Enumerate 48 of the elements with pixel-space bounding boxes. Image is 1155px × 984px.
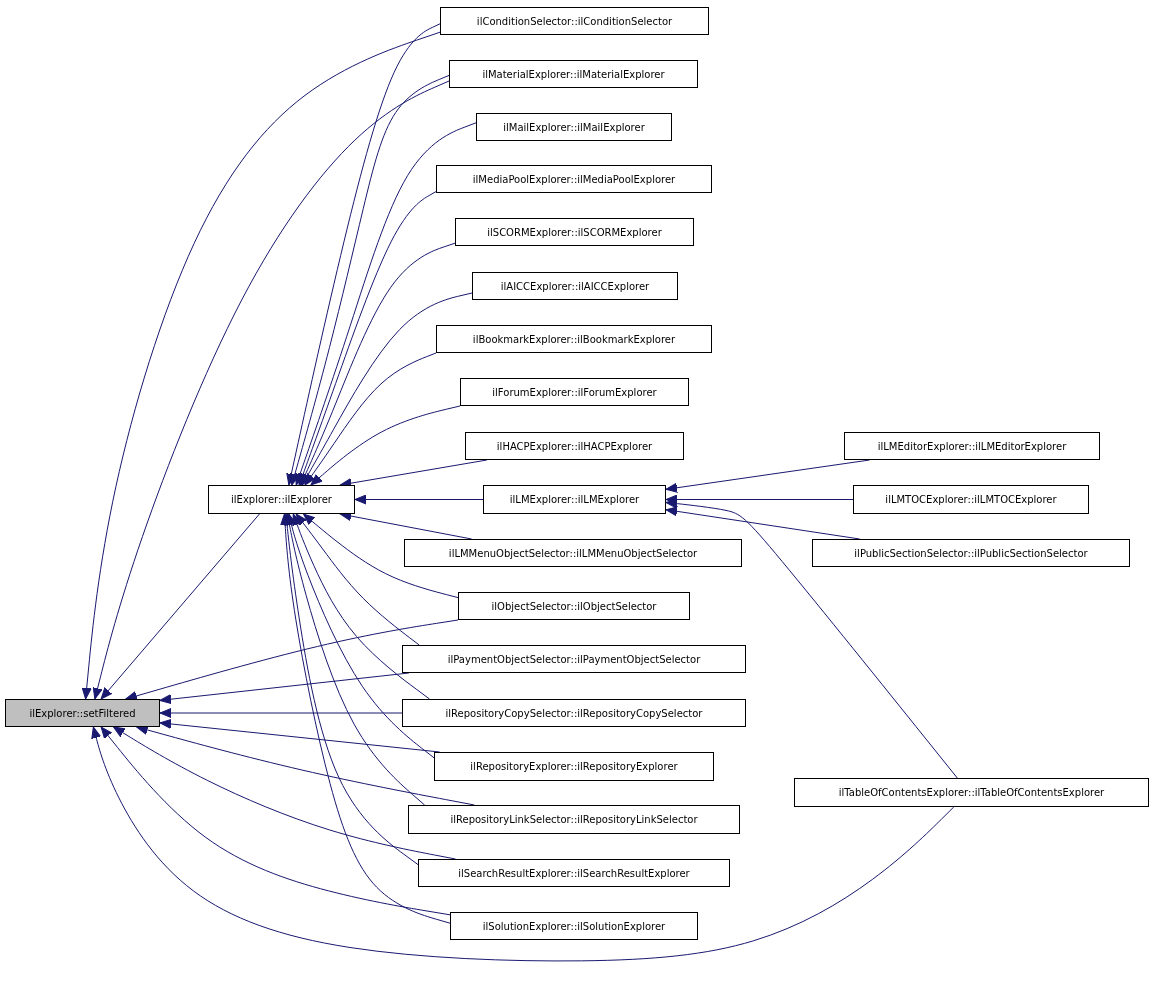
call-arrow: [304, 352, 437, 486]
call-arrow: [113, 726, 456, 860]
call-arrow: [292, 513, 430, 700]
call-arrow: [286, 23, 441, 486]
call-arrow: [310, 405, 461, 486]
call-arrow: [300, 242, 456, 486]
function-box: ilBookmarkExplorer::ilBookmarkExplorer: [436, 325, 712, 353]
call-arrow: [665, 498, 958, 779]
call-arrow: [159, 708, 403, 718]
call-arrow: [303, 513, 459, 599]
call-arrow: [91, 726, 955, 962]
call-arrow: [295, 122, 477, 486]
call-arrow: [295, 513, 420, 646]
call-arrow: [289, 74, 450, 486]
function-box: ilMailExplorer::ilMailExplorer: [476, 113, 672, 141]
call-arrow: [354, 494, 484, 505]
function-box: ilForumExplorer::ilForumExplorer: [460, 378, 689, 406]
function-box: ilLMEditorExplorer::ilLMEditorExplorer: [844, 432, 1100, 460]
function-box: ilSCORMExplorer::ilSCORMExplorer: [455, 218, 694, 246]
function-box: ilConditionSelector::ilConditionSelector: [440, 7, 709, 35]
function-box: ilObjectSelector::ilObjectSelector: [458, 592, 690, 620]
function-box: ilExplorer::ilExplorer: [208, 485, 355, 514]
call-arrow: [301, 292, 473, 486]
call-arrow: [136, 725, 475, 806]
function-box: ilLMMenuObjectSelector::ilLMMenuObjectSelector: [404, 539, 742, 567]
function-box: ilSolutionExplorer::ilSolutionExplorer: [450, 912, 698, 940]
function-box: ilRepositoryCopySelector::ilRepositoryCopySelector: [402, 699, 746, 727]
call-arrow: [100, 726, 451, 916]
function-box: ilRepositoryLinkSelector::ilRepositoryLinkSelector: [408, 805, 740, 834]
function-box: ilMaterialExplorer::ilMaterialExplorer: [449, 60, 698, 88]
function-box: ilHACPExplorer::ilHACPExplorer: [465, 432, 684, 460]
function-box: ilPublicSectionSelector::ilPublicSectionSelector: [812, 539, 1130, 567]
call-arrow: [284, 513, 426, 806]
function-box: ilLMTOCExplorer::ilLMTOCExplorer: [853, 485, 1089, 514]
call-arrow: [100, 513, 260, 700]
call-arrow: [282, 513, 419, 866]
function-box: ilMediaPoolExplorer::ilMediaPoolExplorer: [436, 165, 712, 193]
function-box: ilRepositoryExplorer::ilRepositoryExplorer: [434, 752, 714, 781]
call-arrow: [280, 513, 451, 924]
focus-function-box: ilExplorer::setFiltered: [5, 699, 160, 727]
function-box: ilTableOfContentsExplorer::ilTableOfContentsExplorer: [794, 778, 1149, 807]
call-arrow: [298, 191, 437, 486]
call-arrow: [125, 619, 459, 701]
function-box: ilSearchResultExplorer::ilSearchResultExplorer: [418, 859, 730, 887]
call-arrow: [286, 513, 435, 759]
function-box: ilAICCExplorer::ilAICCExplorer: [472, 272, 678, 300]
function-box: ilPaymentObjectSelector::ilPaymentObjectSelector: [402, 645, 746, 673]
function-box: ilLMExplorer::ilLMExplorer: [483, 485, 666, 514]
